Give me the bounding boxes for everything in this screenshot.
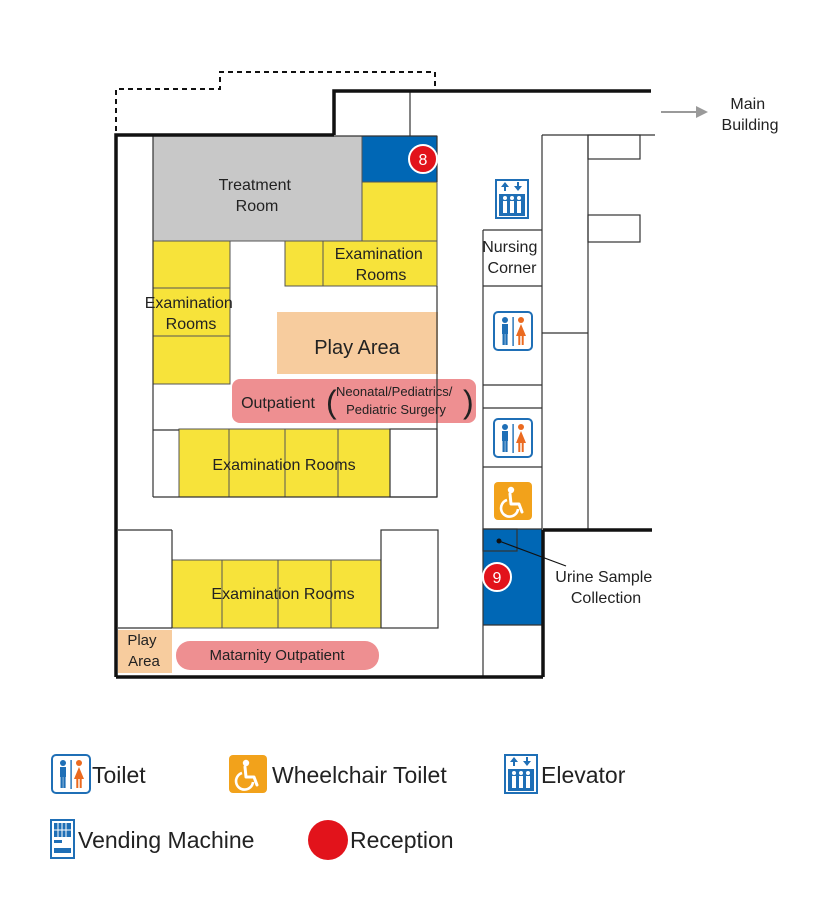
reception-dot-icon bbox=[308, 820, 348, 860]
room-fills bbox=[118, 135, 543, 673]
outer-walls bbox=[114, 89, 652, 679]
outpatient-label: Outpatient bbox=[241, 395, 315, 412]
exam-room-lower-c bbox=[277, 559, 332, 629]
main-building-label: Main Building bbox=[722, 96, 779, 134]
exam-room-left-b bbox=[152, 287, 231, 337]
treatment-room-label: Treatment Room bbox=[219, 177, 296, 215]
exam-room-top-c bbox=[322, 240, 438, 287]
exam-room-middle-a bbox=[178, 428, 230, 498]
play-area-small bbox=[118, 630, 172, 673]
reception-9-marker: 9 bbox=[482, 562, 512, 592]
dashed-outline bbox=[115, 71, 436, 131]
main-building-arrow bbox=[661, 106, 708, 118]
exam-rooms-top-label: Examination Rooms bbox=[335, 246, 428, 284]
outpatient-specialties: Neonatal/Pediatrics/ Pediatric Surgery bbox=[336, 384, 456, 417]
urine-sample-leader bbox=[498, 540, 567, 567]
reception-8-marker: 8 bbox=[408, 144, 438, 174]
legend-reception-label: Reception bbox=[350, 827, 454, 853]
exam-room-left-a bbox=[152, 240, 231, 289]
reception-8-number: 8 bbox=[419, 152, 428, 169]
maternity-banner bbox=[176, 641, 379, 670]
legend-elevator-label: Elevator bbox=[541, 762, 626, 788]
wheelchair-icon bbox=[492, 480, 534, 522]
vending-machine-icon bbox=[50, 819, 75, 859]
exam-room-top-b bbox=[284, 240, 324, 287]
maternity-outpatient-label: Matarnity Outpatient bbox=[209, 647, 345, 664]
legend-vending-machine-label: Vending Machine bbox=[78, 827, 255, 853]
outpatient-paren-open: ( bbox=[326, 384, 337, 420]
treatment-room bbox=[152, 135, 363, 242]
nursing-corner-label: Nursing Corner bbox=[482, 239, 542, 277]
legend-wheelchair-toilet-label: Wheelchair Toilet bbox=[272, 762, 447, 788]
outpatient-banner bbox=[232, 379, 476, 423]
elevator-icon bbox=[495, 179, 529, 219]
toilet-icon bbox=[493, 418, 533, 458]
exam-room-top-a bbox=[361, 181, 438, 242]
play-area-center-label: Play Area bbox=[314, 337, 400, 359]
urine-sample-label: Urine Sample Collection bbox=[555, 569, 656, 607]
exam-rooms-lower-label: Examination Rooms bbox=[211, 586, 354, 603]
exam-rooms-middle-label: Examination Rooms bbox=[212, 457, 355, 474]
exam-room-left-c bbox=[152, 335, 231, 385]
exam-rooms-left-label: Examination Rooms bbox=[145, 295, 238, 333]
exam-room-middle-d bbox=[337, 428, 391, 498]
exam-room-middle-b bbox=[228, 428, 286, 498]
exam-room-middle-c bbox=[284, 428, 339, 498]
outpatient-paren-close: ) bbox=[463, 384, 474, 420]
legend-toilet-label: Toilet bbox=[92, 762, 146, 788]
exam-room-lower-b bbox=[221, 559, 279, 629]
exam-room-lower-a bbox=[171, 559, 223, 629]
wheelchair-icon bbox=[227, 753, 269, 795]
internal-walls bbox=[118, 91, 655, 676]
elevator-icon bbox=[504, 754, 538, 794]
play-area-small-label: Play Area bbox=[127, 632, 160, 670]
exam-room-lower-d bbox=[330, 559, 382, 629]
play-area-center bbox=[277, 312, 438, 374]
toilet-icon bbox=[493, 311, 533, 351]
toilet-icon bbox=[51, 754, 91, 794]
reception-9-number: 9 bbox=[493, 570, 502, 587]
